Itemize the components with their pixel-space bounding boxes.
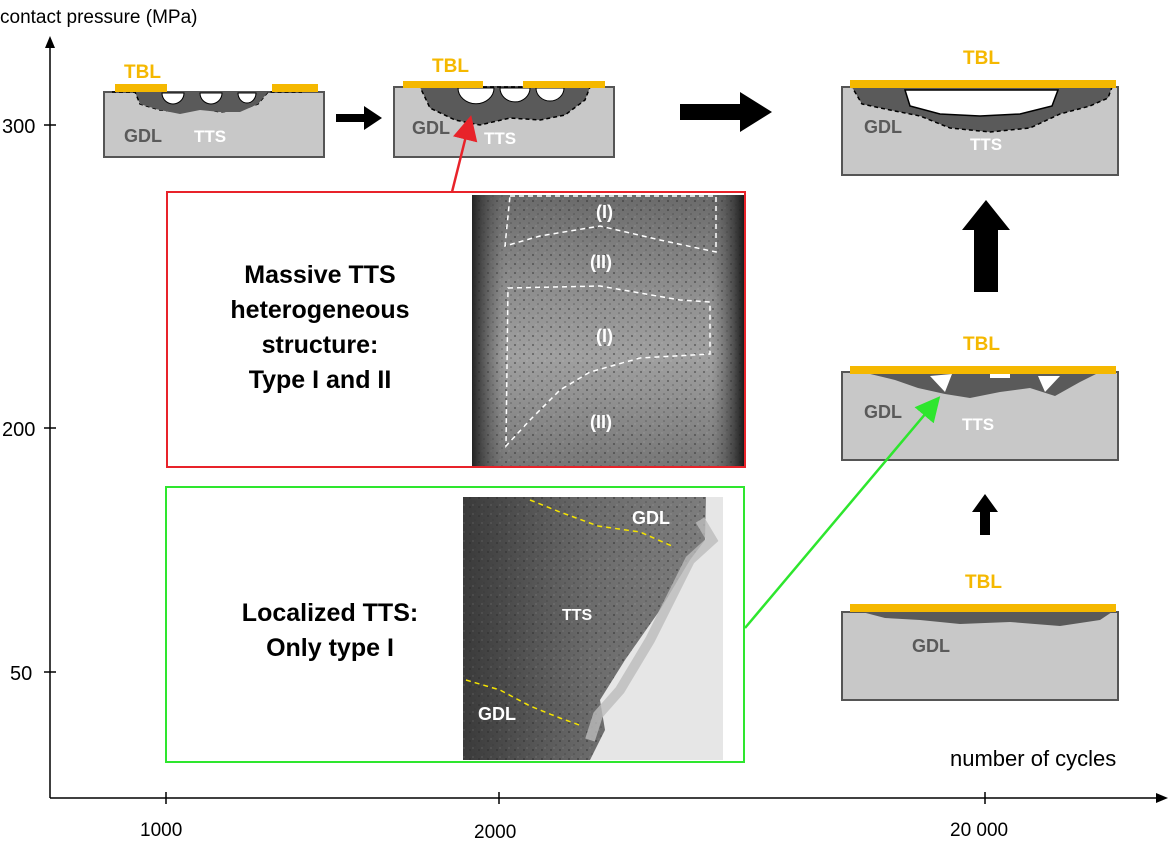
arrow-up-large	[962, 200, 1010, 292]
schematic-1000-cycles: TBL GDL TTS	[103, 62, 325, 158]
localized-tts-caption: Localized TTS: Only type I	[200, 596, 460, 666]
y-axis-title: contact pressure (MPa)	[0, 7, 197, 28]
caption-line: Massive TTS	[244, 261, 396, 289]
localized-tts-box	[165, 486, 745, 763]
region-label-i: (I)	[596, 202, 613, 222]
gdl-label: GDL	[912, 636, 950, 656]
tts-label: TTS	[970, 135, 1002, 154]
green-connector-arrow	[744, 396, 941, 629]
tts-label: TTS	[484, 129, 516, 148]
gdl-label: GDL	[124, 126, 162, 146]
schematic-20000-massive: TBL GDL TTS	[841, 48, 1119, 176]
red-connector-arrow	[450, 115, 478, 193]
tbl-label: TBL	[963, 334, 1000, 355]
region-label-ii: (II)	[590, 412, 612, 432]
region-label-ii: (II)	[590, 252, 612, 272]
tbl-label: TBL	[124, 62, 161, 83]
photo-tts-label: TTS	[562, 607, 593, 624]
gdl-label: GDL	[412, 118, 450, 138]
x-tick-20000: 20 000	[950, 820, 1008, 841]
photo-gdl-label: GDL	[632, 508, 670, 528]
y-tick-200: 200	[2, 419, 35, 441]
caption-line: Only type I	[266, 634, 394, 662]
tts-label: TTS	[962, 415, 994, 434]
caption-line: heterogeneous	[230, 296, 410, 324]
arrow-right-small	[336, 106, 382, 130]
x-tick-1000: 1000	[140, 820, 182, 841]
schematic-initial: TBL GDL	[841, 572, 1119, 701]
arrow-right-large	[680, 92, 772, 132]
schematic-2000-cycles: TBL GDL TTS	[393, 56, 615, 158]
localized-tts-micrograph: GDL TTS GDL	[463, 497, 723, 760]
tbl-label: TBL	[963, 48, 1000, 69]
schematic-20000-localized: TBL GDL TTS	[841, 334, 1119, 461]
massive-tts-box	[166, 191, 746, 468]
tbl-label: TBL	[965, 572, 1002, 593]
tts-label: TTS	[194, 127, 226, 146]
massive-tts-caption: Massive TTS heterogeneous structure: Typ…	[190, 258, 450, 398]
y-tick-300: 300	[2, 116, 35, 138]
gdl-label: GDL	[864, 117, 902, 137]
x-tick-2000: 2000	[474, 822, 516, 843]
caption-line: Localized TTS:	[241, 599, 419, 627]
region-label-i: (I)	[596, 326, 613, 346]
tbl-label: TBL	[432, 56, 469, 77]
x-axis	[50, 792, 1168, 804]
caption-line: Type I and II	[248, 366, 392, 394]
photo-gdl-label: GDL	[478, 704, 516, 724]
y-axis	[44, 36, 56, 798]
caption-line: structure:	[261, 331, 379, 359]
massive-tts-micrograph: (I) (II) (I) (II)	[472, 195, 744, 510]
y-tick-50: 50	[10, 663, 32, 685]
x-axis-title: number of cycles	[950, 746, 1116, 771]
arrow-up-small	[972, 494, 998, 535]
gdl-label: GDL	[864, 402, 902, 422]
